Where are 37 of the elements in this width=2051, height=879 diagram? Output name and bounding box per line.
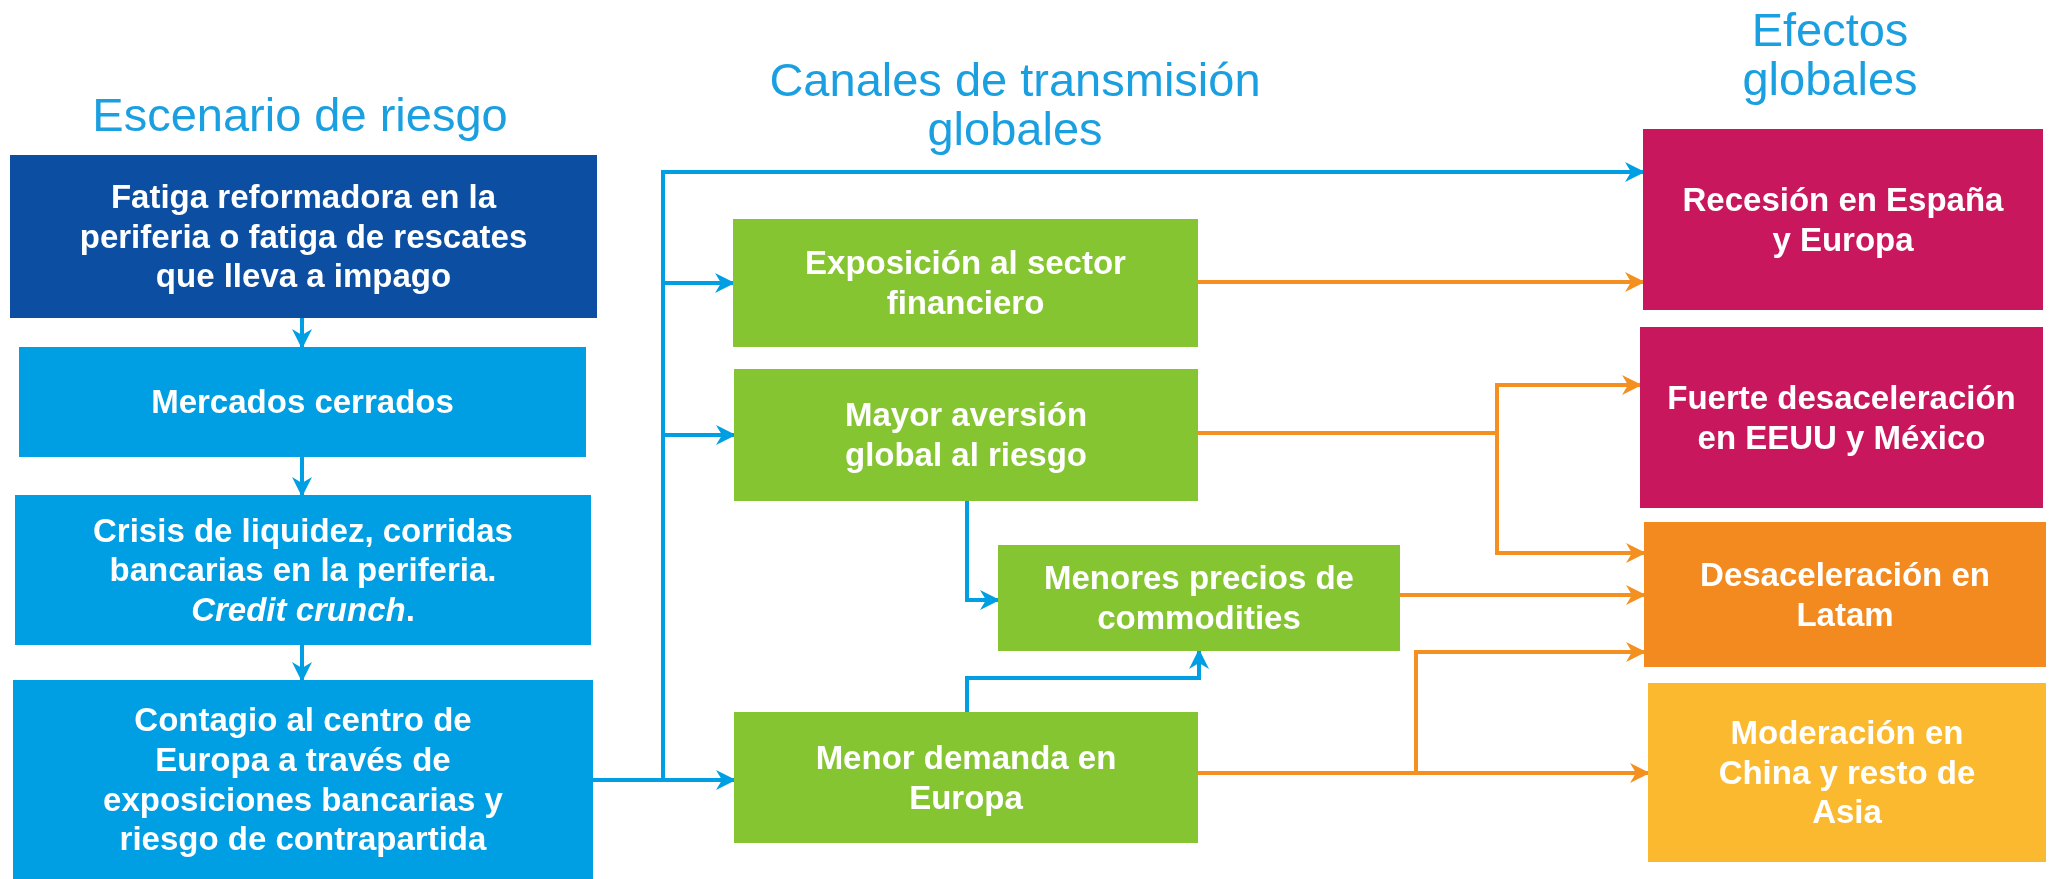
arrow — [1198, 763, 1650, 783]
arrow — [965, 501, 1000, 610]
process-box — [998, 545, 1400, 651]
arrow — [292, 645, 312, 682]
box-label: Fuerte desaceleración en EEUU y México — [1666, 377, 2017, 458]
box-label: Mercados cerrados — [151, 382, 454, 422]
box-label: Desaceleración en Latam — [1699, 554, 1991, 635]
column-heading: Canales de transmisión globales — [768, 55, 1262, 154]
process-box — [1644, 522, 2046, 667]
process-box — [19, 347, 586, 457]
arrow — [292, 457, 312, 497]
process-box — [1648, 683, 2046, 862]
box-label: Mayor aversión global al riesgo — [843, 395, 1089, 475]
arrow — [1198, 431, 1646, 563]
box-label: Moderación en China y resto de Asia — [1717, 713, 1977, 832]
process-box — [734, 369, 1198, 501]
column-heading: Escenario de riesgo — [91, 90, 509, 140]
process-box — [1640, 327, 2043, 508]
arrow — [1400, 585, 1646, 605]
box-label: Crisis de liquidez, corridas bancarias en la periferia. Credit crunch. — [92, 510, 514, 630]
arrow — [593, 770, 736, 790]
arrow — [965, 649, 1209, 712]
process-box — [10, 155, 597, 318]
process-box — [15, 495, 591, 645]
box-label: Exposición al sector financiero — [804, 243, 1127, 323]
arrow — [1198, 272, 1645, 292]
column-heading: Efectos globales — [1741, 5, 1919, 104]
arrow — [292, 318, 312, 349]
box-label: Contagio al centro de Europa a través de exposiciones bancarias y riesgo de contrapartida — [102, 700, 504, 859]
process-box — [733, 219, 1198, 347]
box-label: Menores precios de commodities — [1043, 558, 1355, 638]
box-label: Recesión en España y Europa — [1681, 179, 2005, 260]
box-label: Fatiga reformadora en la periferia o fatiga de rescates que lleva a impago — [78, 177, 529, 296]
box-label: Menor demanda en Europa — [814, 737, 1118, 818]
process-box — [734, 712, 1198, 843]
process-box — [1643, 129, 2043, 310]
process-box — [13, 680, 593, 879]
